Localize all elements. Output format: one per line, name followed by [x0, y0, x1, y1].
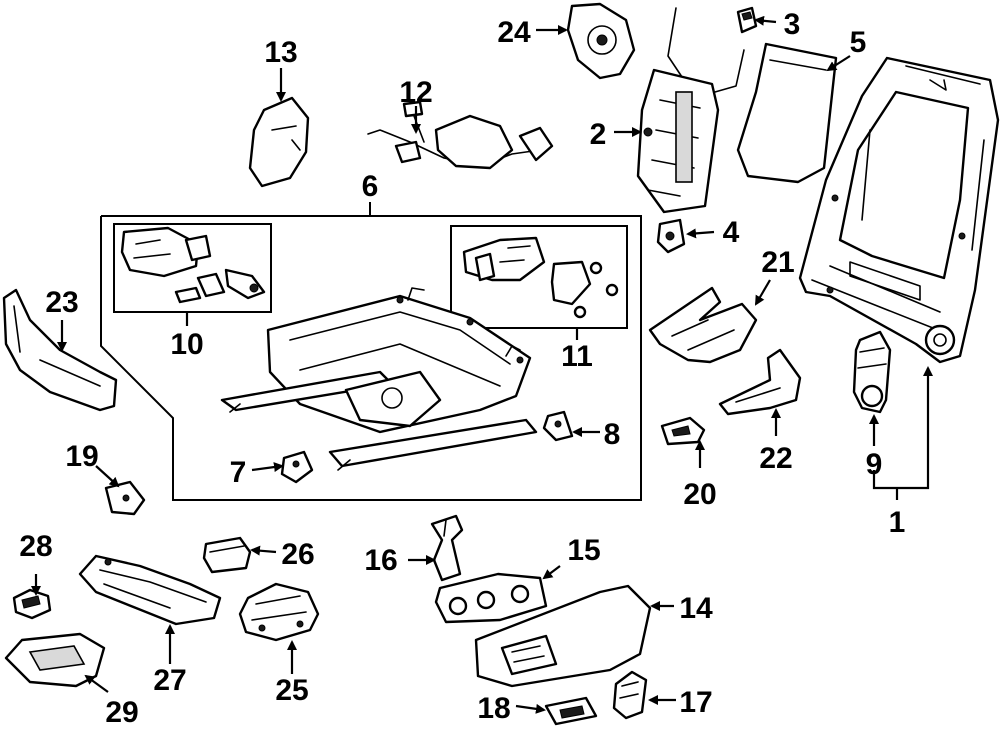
- callout-25: 25: [275, 674, 308, 707]
- callout-24: 24: [497, 16, 531, 49]
- motor-kit-box-10: [113, 223, 272, 313]
- callout-23: 23: [45, 286, 78, 319]
- callout-11: 11: [561, 340, 593, 373]
- cover-part-13: [248, 96, 310, 188]
- callout-19: 19: [65, 440, 98, 473]
- back-pad-part: [736, 42, 838, 184]
- callout-14: 14: [679, 592, 713, 625]
- callout-1: 1: [889, 506, 906, 539]
- bracket-part-21: [648, 286, 758, 364]
- callout-29: 29: [105, 696, 138, 729]
- callout-18: 18: [477, 692, 510, 725]
- bracket-part-7: [280, 450, 314, 484]
- callout-28: 28: [19, 530, 52, 563]
- lumbar-support-part: [636, 7, 745, 214]
- side-shield-part: [474, 584, 652, 688]
- knob-part-18: [544, 696, 598, 726]
- bracket-part-16: [430, 514, 464, 582]
- clip-part-3: [736, 6, 758, 34]
- clip-part-20: [660, 416, 706, 446]
- motor-kit-box-11: [450, 225, 628, 329]
- lever-part-22: [718, 348, 802, 416]
- callout-6: 6: [362, 170, 379, 203]
- callout-12: 12: [399, 76, 432, 109]
- motor-kit-11-part: [462, 236, 619, 319]
- seatback-frame-part: [798, 56, 1000, 364]
- recliner-motor-part: [852, 330, 892, 414]
- track-assembly-frame: [100, 202, 642, 501]
- bracket-part-4: [656, 218, 686, 254]
- switch-assembly-part: [434, 572, 548, 624]
- callout-10: 10: [170, 328, 203, 361]
- bracket-part-8: [542, 410, 574, 442]
- connector-part-26: [202, 536, 252, 574]
- callout-15: 15: [567, 534, 600, 567]
- callout-16: 16: [364, 544, 397, 577]
- callout-7: 7: [230, 456, 247, 489]
- recliner-cover-part: [566, 2, 636, 80]
- knob-part-17: [612, 670, 648, 720]
- seat-track-assembly: [220, 287, 538, 471]
- callout-9: 9: [866, 448, 883, 481]
- callout-4: 4: [723, 216, 740, 249]
- tray-part-29: [4, 632, 106, 688]
- frame-bracket-part: [78, 554, 222, 626]
- callout-3: 3: [784, 8, 801, 41]
- callout-8: 8: [604, 418, 621, 451]
- knob-part-28: [12, 588, 52, 620]
- clip-part-19: [104, 480, 146, 516]
- callout-5: 5: [850, 26, 867, 59]
- leader-lines: [31, 15, 933, 714]
- callout-26: 26: [281, 538, 314, 571]
- callout-labels: 1 2 3 4 5 6 7 8 9 10 11 12 13 14 15 16 1…: [19, 8, 905, 729]
- callout-2: 2: [590, 118, 607, 151]
- motor-kit-10-part: [120, 226, 266, 304]
- callout-20: 20: [683, 478, 716, 511]
- wire-harness-part: [367, 100, 554, 170]
- callout-27: 27: [153, 664, 186, 697]
- callout-17: 17: [679, 686, 712, 719]
- callout-21: 21: [761, 246, 794, 279]
- adjuster-part-25: [238, 582, 320, 642]
- callout-22: 22: [759, 442, 792, 475]
- callout-13: 13: [264, 36, 297, 69]
